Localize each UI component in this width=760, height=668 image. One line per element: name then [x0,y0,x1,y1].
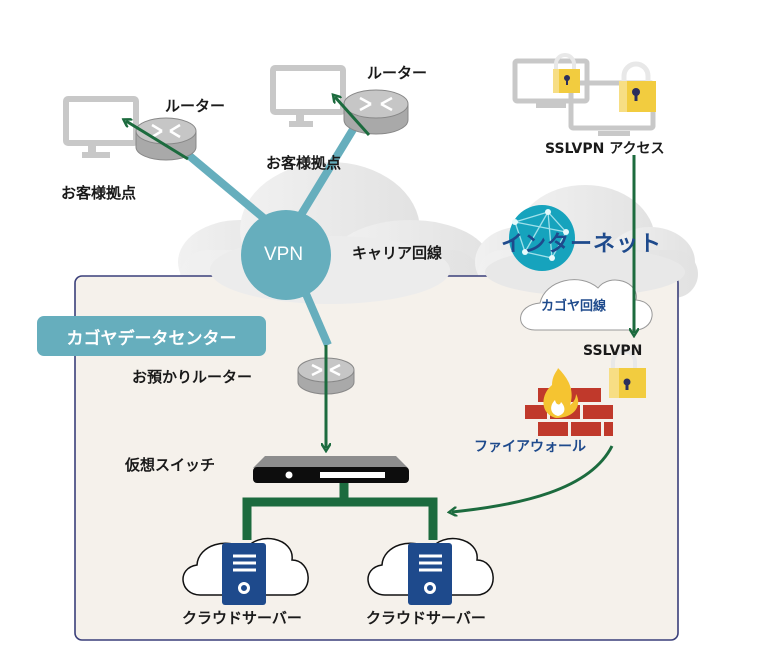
arrow-firewall-to-server [452,445,614,512]
arrow-to-site2 [335,97,371,137]
monitor-icon-site2 [270,65,346,115]
site-label-1: お客様拠点 [61,184,137,202]
virtual-switch-icon [253,456,409,483]
monitor-icon-site1 [63,96,139,146]
cloud-server-2 [367,537,494,605]
site-label-2: お客様拠点 [266,154,342,172]
cloud-server-label-2: クラウドサーバー [366,609,486,627]
vpn-hub [241,210,331,300]
internet-label: インターネット [501,232,663,257]
lock-icon-large [619,61,656,112]
datacenter-title: カゴヤデータセンター [37,316,266,356]
sslvpn-access-label: SSLVPN アクセス [545,141,665,157]
virtual-switch-label: 仮想スイッチ [125,456,216,474]
vpn-link-site2 [289,115,364,231]
router-icon-site2 [343,89,409,135]
globe-icon [509,205,575,271]
cloud-server-1 [182,537,309,605]
server-icon [222,543,266,605]
vpn-label: VPN [264,244,304,265]
server-icon [408,543,452,605]
cloud-server-label-1: クラウドサーバー [182,609,302,627]
datacenter-router-label: お預かりルーター [132,368,253,386]
carrier-line-label: キャリア回線 [352,244,443,262]
sslvpn-label: SSLVPN [583,343,643,359]
vpn-link-site1 [177,144,281,234]
switch-links [242,483,438,540]
firewall-icon [525,368,613,436]
lock-icon-small [553,53,580,93]
traffic-arrows [126,97,634,512]
router-label-site1: ルーター [165,97,226,115]
router-icon-site1 [135,117,197,161]
firewall-label: ファイアウォール [474,439,586,455]
arrow-to-site1 [126,121,189,161]
kagoya-line-cloud [520,279,653,331]
router-label-site2: ルーター [367,64,428,82]
kagoya-line-label: カゴヤ回線 [541,299,607,314]
lock-icon-firewall [609,349,646,398]
